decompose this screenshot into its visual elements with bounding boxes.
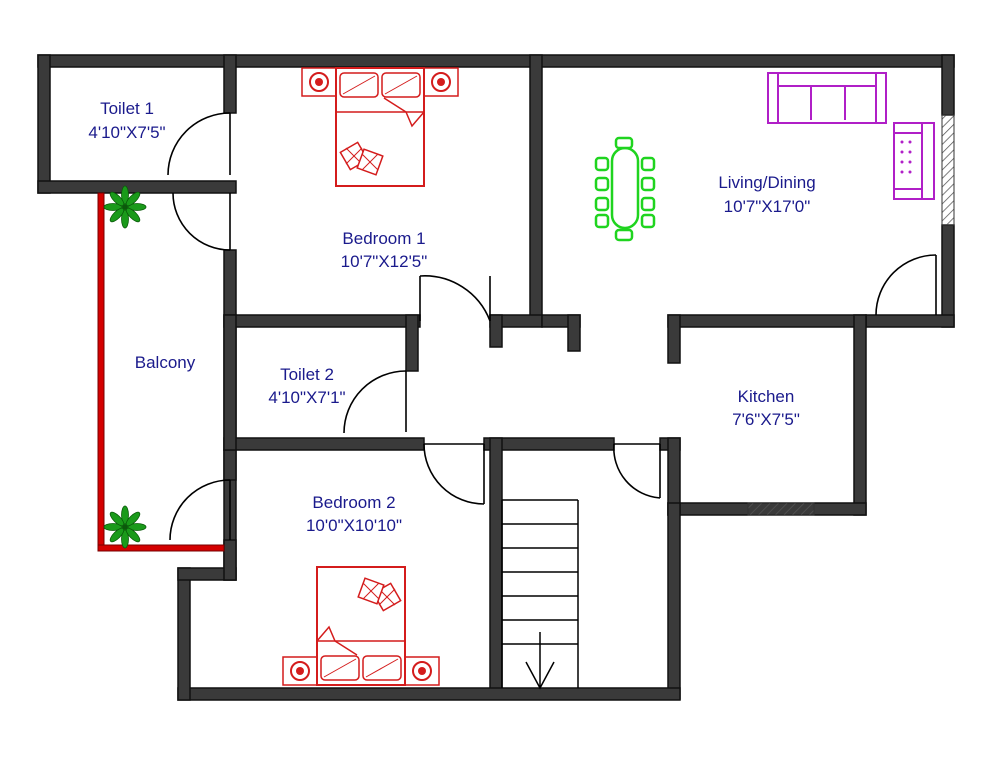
wall-t2-right-upper	[405, 314, 419, 372]
toilet1-size: 4'10"X7'5"	[88, 123, 165, 142]
bedroom2-size: 10'0"X10'10"	[306, 516, 402, 535]
wall-bottom	[177, 687, 681, 701]
bedroom2-name: Bedroom 2	[312, 493, 395, 512]
bed-icon	[282, 566, 440, 686]
wall-b2-left	[177, 567, 191, 701]
walls	[37, 54, 955, 701]
balcony-name: Balcony	[135, 353, 196, 372]
bedroom1-size: 10'7"X12'5"	[341, 252, 428, 271]
wall-stub-a	[489, 314, 503, 348]
kitchen-name: Kitchen	[738, 387, 795, 406]
armchair-icon	[893, 122, 935, 200]
wall-kitchen-left-upper	[667, 314, 681, 364]
toilet1-name: Toilet 1	[100, 99, 154, 118]
sofa-icon	[767, 72, 887, 124]
stairs-icon	[501, 499, 579, 690]
wall-toilet1-bottom	[37, 180, 237, 194]
wall-kitchen-top	[667, 314, 867, 328]
bed-icon	[301, 67, 459, 187]
wall-stub-c	[567, 314, 581, 352]
wall-stair-right	[667, 502, 681, 700]
wall-b2-left-lower	[223, 539, 237, 581]
window-icon	[747, 502, 815, 516]
wall-stair-top	[483, 437, 615, 451]
door-swing-icon	[167, 112, 937, 541]
toilet2-name: Toilet 2	[280, 365, 334, 384]
wall-kitchen-right	[853, 314, 867, 516]
toilet2-size: 4'10"X7'1"	[268, 388, 345, 407]
wall-right-bottom	[941, 224, 955, 328]
wall-t2-bottom	[223, 437, 425, 451]
wall-top	[37, 54, 955, 68]
wall-stair-left	[489, 437, 503, 699]
wall-right-top	[941, 54, 955, 116]
wall-t1-b1-upper	[223, 54, 237, 114]
wall-b1-bottom	[223, 314, 421, 328]
kitchen-size: 7'6"X7'5"	[732, 410, 800, 429]
wall-living-bottom-right	[865, 314, 955, 328]
wall-b2-left-upper	[223, 449, 237, 481]
wall-t2-left	[223, 314, 237, 451]
bedroom1-name: Bedroom 1	[342, 229, 425, 248]
wall-b1-living	[529, 54, 543, 326]
living-size: 10'7"X17'0"	[724, 197, 811, 216]
living-name: Living/Dining	[718, 173, 815, 192]
wall-left-upper	[37, 54, 51, 194]
plant-icon	[103, 505, 147, 549]
balcony-railing	[97, 192, 225, 552]
window-icon	[941, 114, 955, 226]
dining-table-icon	[594, 136, 656, 242]
room-labels: Toilet 1 4'10"X7'5" Bedroom 1 10'7"X12'5…	[88, 99, 815, 535]
